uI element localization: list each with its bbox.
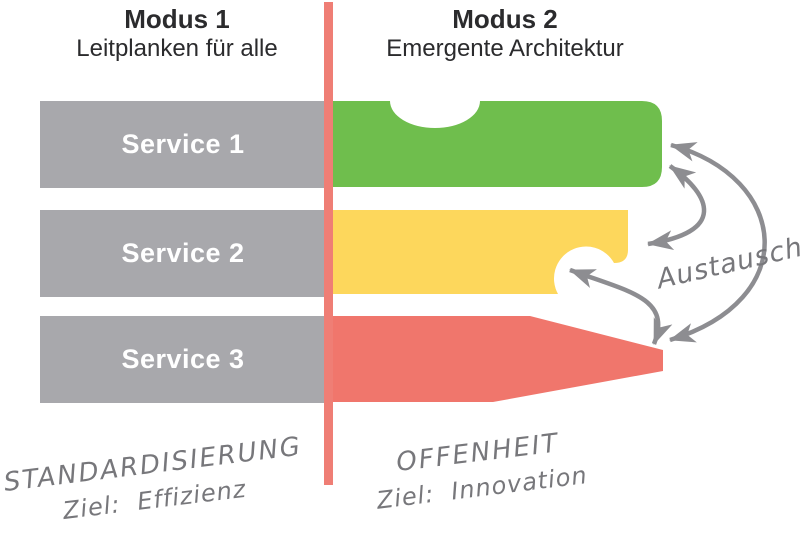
service-3-left-bar: Service 3 (40, 316, 326, 403)
header-modus-1: Modus 1 Leitplanken für alle (27, 4, 327, 63)
arrow-yellow-red (569, 267, 673, 345)
header-modus-2: Modus 2 Emergente Architektur (355, 4, 655, 63)
service-2-left-bar: Service 2 (40, 210, 326, 297)
mode-divider-line (324, 2, 333, 485)
footer-standardisierung: STANDARDISIERUNG Ziel: Effizienz (2, 432, 304, 532)
modus-1-subtitle: Leitplanken für alle (76, 35, 278, 62)
arrow-green-yellow (647, 164, 707, 251)
footer-offenheit: OFFENHEIT Ziel: Innovation (327, 420, 633, 521)
service-1-green-shape (333, 101, 662, 187)
service-3-label: Service 3 (121, 344, 245, 374)
service-2-label: Service 2 (121, 238, 245, 268)
modus-2-subtitle: Emergente Architektur (386, 35, 624, 62)
service-3-red-shape (333, 316, 663, 402)
service-2-yellow-shape (333, 210, 628, 294)
modus-1-title: Modus 1 (124, 4, 230, 34)
service-1-left-bar: Service 1 (40, 101, 326, 188)
austausch-label: Austausch (653, 231, 800, 296)
modus-2-title: Modus 2 (452, 4, 558, 34)
service-1-label: Service 1 (121, 129, 245, 159)
